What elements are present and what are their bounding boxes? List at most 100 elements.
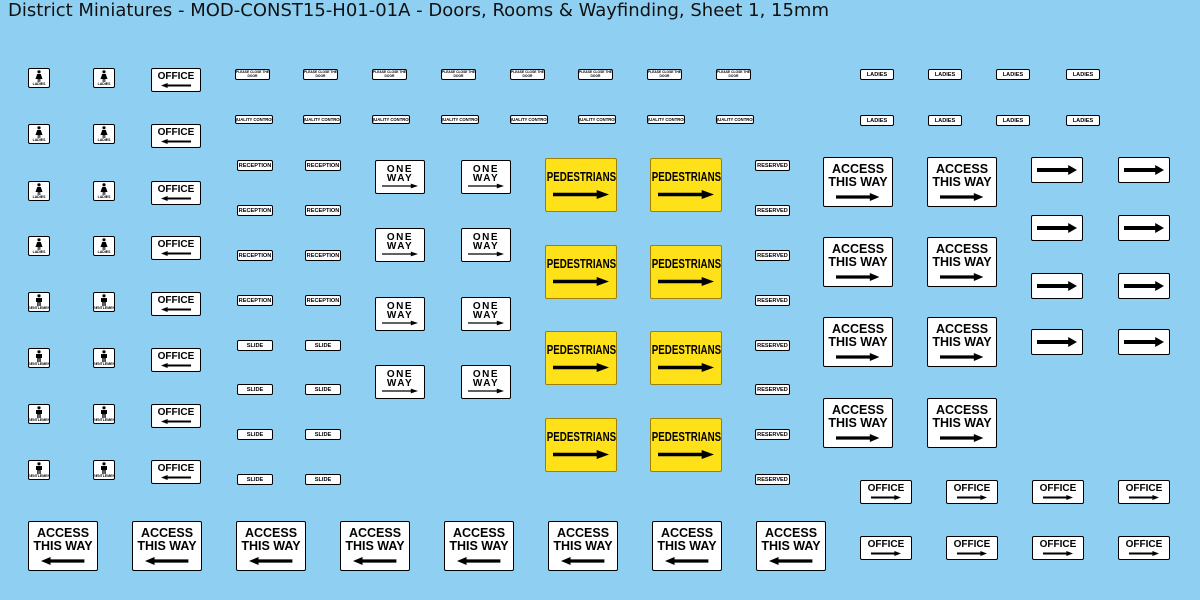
pedestrians-sign: PEDESTRIANS (545, 418, 617, 472)
access-label-line1: ACCESS (348, 526, 402, 540)
woman-figure-icon (100, 126, 108, 138)
arrow-right-icon (468, 388, 504, 394)
please-close-door-sign: PLEASE CLOSE THE DOOR (441, 69, 476, 80)
arrow-right-icon (658, 277, 714, 286)
one-way-word: WAY (386, 378, 414, 389)
arrow-right-icon (1124, 223, 1164, 233)
gentlemen-sign: GENTLEMEN (93, 460, 115, 480)
pedestrians-label: PEDESTRIANS (546, 343, 616, 357)
office-label: OFFICE (157, 239, 195, 250)
arrow-right-icon (382, 183, 418, 189)
access-label-line2: THIS WAY (33, 538, 93, 553)
restroom-label: GENTLEMEN (28, 418, 50, 422)
restroom-label: LADIES (32, 195, 46, 199)
ladies-sign: LADIES (28, 181, 50, 201)
please-close-door-sign: PLEASE CLOSE THE DOOR (510, 69, 545, 80)
reserved-sign: RESERVED (755, 474, 790, 485)
please-close-label: PLEASE CLOSE THE DOOR (648, 69, 681, 78)
ladies-sign: LADIES (93, 181, 115, 201)
arrow-right-icon (957, 551, 987, 556)
one-way-word: ONE (386, 164, 414, 175)
ladies-sign: LADIES (28, 68, 50, 88)
ladies-sign: LADIES (860, 69, 894, 80)
pedestrians-sign: PEDESTRIANS (545, 331, 617, 385)
please-close-label: PLEASE CLOSE THE DOOR (236, 69, 269, 78)
reception-sign: RECEPTION (305, 205, 341, 216)
reserved-sign: RESERVED (755, 250, 790, 261)
pedestrians-label: PEDESTRIANS (651, 170, 721, 184)
restroom-label: GENTLEMEN (93, 362, 115, 366)
please-close-label: PLEASE CLOSE THE DOOR (511, 69, 544, 78)
arrow-right-icon (871, 495, 901, 500)
arrow-left-icon (665, 557, 709, 565)
man-figure-icon (36, 406, 42, 418)
access-label-line1: ACCESS (935, 322, 989, 336)
ladies-sign: LADIES (93, 236, 115, 256)
man-figure-icon (101, 294, 107, 306)
office-sign: OFFICE (151, 404, 201, 428)
please-close-door-sign: PLEASE CLOSE THE DOOR (372, 69, 407, 80)
office-sign: OFFICE (1118, 480, 1170, 504)
access-label-line2: THIS WAY (932, 334, 992, 349)
restroom-label: GENTLEMEN (28, 306, 50, 310)
woman-figure-icon (100, 70, 108, 82)
please-close-label: PLEASE CLOSE THE DOOR (442, 69, 475, 78)
office-label: OFFICE (1039, 539, 1077, 550)
office-sign: OFFICE (1118, 536, 1170, 560)
pedestrians-sign: PEDESTRIANS (650, 418, 722, 472)
arrow-right-icon (1037, 223, 1077, 233)
quality-control-sign: QUALITY CONTROL (441, 115, 479, 124)
arrow-left-icon (161, 419, 191, 424)
restroom-label: GENTLEMEN (28, 362, 50, 366)
arrow-right-icon (957, 495, 987, 500)
access-label-line2: THIS WAY (449, 538, 509, 553)
arrow-right-icon (1037, 337, 1077, 347)
arrow-right-icon (658, 190, 714, 199)
slide-sign: SLIDE (237, 474, 273, 485)
arrow-left-icon (161, 139, 191, 144)
access-label-line1: ACCESS (452, 526, 506, 540)
access-label-line1: ACCESS (935, 242, 989, 256)
arrow-right-icon (836, 273, 880, 281)
arrow-right-icon (836, 353, 880, 361)
arrow-sign (1031, 273, 1083, 299)
please-close-label: PLEASE CLOSE THE DOOR (373, 69, 406, 78)
arrow-left-icon (161, 196, 191, 201)
restroom-label: LADIES (32, 138, 46, 142)
reception-sign: RECEPTION (305, 250, 341, 261)
man-figure-icon (36, 350, 42, 362)
access-label-line2: THIS WAY (345, 538, 405, 553)
ladies-sign: LADIES (996, 115, 1030, 126)
restroom-label: LADIES (32, 82, 46, 86)
arrow-right-icon (1037, 165, 1077, 175)
pedestrians-sign: PEDESTRIANS (650, 331, 722, 385)
quality-control-sign: QUALITY CONTROL (647, 115, 685, 124)
access-label-line1: ACCESS (831, 322, 885, 336)
access-label-line1: ACCESS (556, 526, 610, 540)
office-label: OFFICE (157, 407, 195, 418)
access-label-line2: THIS WAY (761, 538, 821, 553)
gentlemen-sign: GENTLEMEN (28, 404, 50, 424)
gentlemen-sign: GENTLEMEN (28, 460, 50, 480)
arrow-right-icon (468, 183, 504, 189)
ladies-sign: LADIES (93, 124, 115, 144)
reserved-sign: RESERVED (755, 205, 790, 216)
office-label: OFFICE (157, 351, 195, 362)
one-way-word: ONE (386, 301, 414, 312)
arrow-right-icon (871, 551, 901, 556)
arrow-right-icon (836, 193, 880, 201)
arrow-left-icon (161, 251, 191, 256)
office-label: OFFICE (1039, 483, 1077, 494)
arrow-sign (1118, 329, 1170, 355)
one-way-word: WAY (472, 241, 500, 252)
access-label-line1: ACCESS (935, 403, 989, 417)
pedestrians-sign: PEDESTRIANS (545, 158, 617, 212)
restroom-label: GENTLEMEN (93, 474, 115, 478)
office-sign: OFFICE (151, 124, 201, 148)
man-figure-icon (36, 294, 42, 306)
